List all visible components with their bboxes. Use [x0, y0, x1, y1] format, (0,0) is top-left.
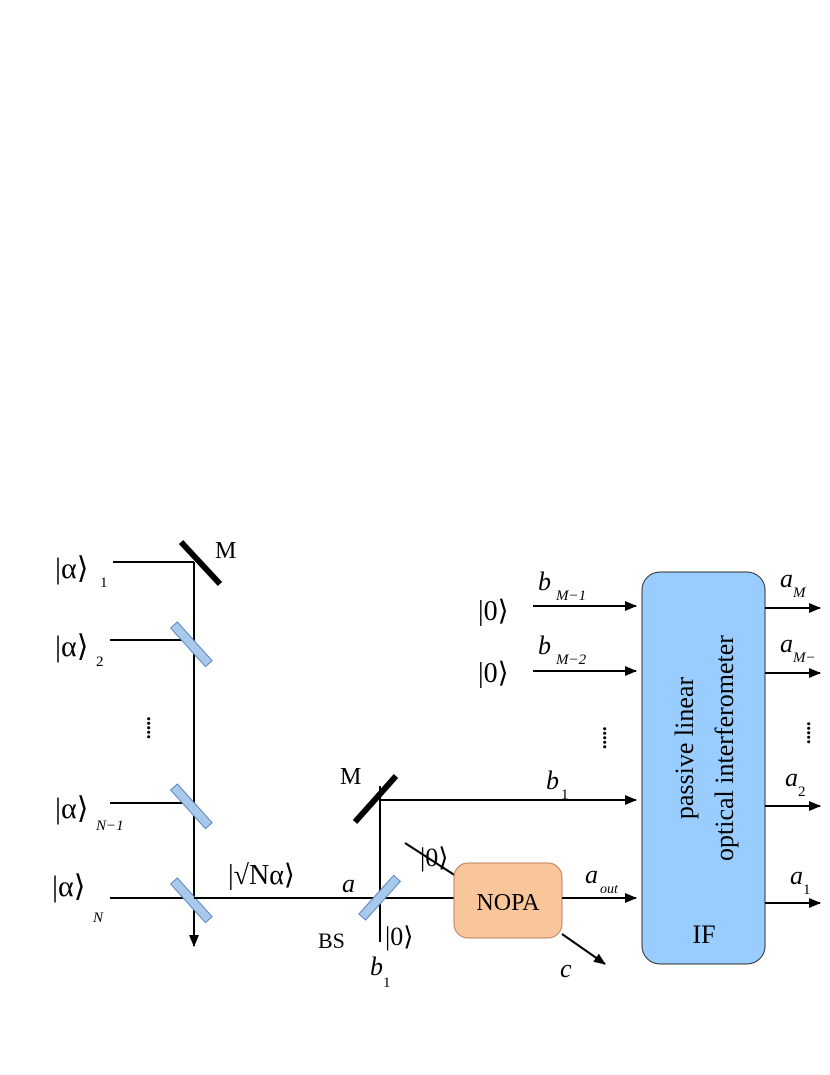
inputs-ellipsis: ..... [583, 727, 612, 750]
bs-vacuum-label: |0⟩ [385, 922, 413, 951]
source-alpha-n-1-ket: |α⟩ [55, 792, 88, 825]
output-a1: a 1 [790, 861, 811, 898]
input-bm2-sub: M−2 [555, 652, 587, 668]
beam-splitter-n-1 [169, 783, 213, 830]
input-bm2: |0⟩ b M−2 [478, 631, 587, 689]
bs-label: BS [318, 928, 345, 953]
source-alpha-1-ket: |α⟩ [55, 552, 88, 585]
output-am1: a M− [780, 629, 816, 666]
mode-c-label: c [560, 954, 572, 983]
mode-b1-base: b [546, 766, 559, 795]
source-alpha-1: |α⟩ 1 [55, 552, 108, 591]
nopa-vacuum-line [404, 842, 457, 877]
mode-b1-label: b 1 [546, 766, 569, 803]
source-alpha-n: |α⟩ N [52, 870, 104, 926]
output-a1-base: a [790, 861, 803, 890]
input-bm1: |0⟩ b M−1 [478, 567, 586, 627]
output-am-base: a [780, 564, 793, 593]
source-alpha-2-ket: |α⟩ [55, 630, 88, 663]
beam-splitter-2 [169, 621, 213, 668]
mode-b1-sub: 1 [561, 787, 569, 803]
beam-splitter-bs [358, 874, 402, 921]
mode-aout-base: a [585, 860, 598, 889]
mirror-top-left-label: M [215, 538, 236, 564]
output-am1-base: a [780, 629, 793, 658]
output-a2: a 2 [785, 763, 806, 800]
nopa-label: NOPA [476, 890, 540, 916]
mode-a-label: a [342, 869, 355, 898]
source-alpha-n-sub: N [92, 910, 104, 926]
nopa-idler-beam [561, 933, 606, 965]
mode-b1-bottom-sub: 1 [383, 975, 391, 991]
source-alpha-n-1: |α⟩ N−1 [55, 792, 124, 834]
input-bm2-ket: |0⟩ [478, 658, 509, 689]
output-a2-base: a [785, 763, 798, 792]
output-a1-sub: 1 [803, 882, 811, 898]
output-am1-sub: M− [792, 650, 816, 666]
interferometer-box [641, 571, 766, 965]
mode-b1-bottom-base: b [370, 952, 383, 981]
source-alpha-n-1-sub: N−1 [95, 818, 124, 834]
output-am-sub: M [792, 585, 807, 601]
sources-ellipsis: ..... [127, 717, 156, 740]
interferometer-line-1: passive linear [670, 677, 699, 820]
interferometer-tag: IF [692, 920, 715, 949]
mirror-top-left [178, 539, 223, 587]
source-alpha-2: |α⟩ 2 [55, 630, 104, 670]
mode-aout-sub: out [600, 882, 619, 897]
nopa-box [453, 862, 563, 939]
source-alpha-2-sub: 2 [96, 654, 104, 670]
beam-splitter-n [169, 877, 213, 924]
combined-state-label: |√Nα⟩ [228, 860, 295, 891]
input-bm1-sub: M−1 [555, 588, 586, 604]
outputs-ellipsis: ..... [787, 722, 816, 745]
output-am: a M [780, 564, 807, 601]
source-alpha-1-sub: 1 [100, 575, 108, 591]
input-bm1-base: b [538, 567, 551, 596]
input-bm2-base: b [538, 631, 551, 660]
mode-aout-label: a out [585, 860, 619, 897]
mirror-middle [352, 774, 399, 824]
interferometer-line-2: optical interferometer [710, 635, 739, 861]
nopa-vacuum-label: |0⟩ [420, 843, 448, 872]
source-alpha-n-ket: |α⟩ [52, 870, 85, 903]
mode-b1-bottom: b 1 [370, 952, 391, 991]
output-a2-sub: 2 [798, 784, 806, 800]
mirror-middle-label: M [340, 764, 361, 790]
input-bm1-ket: |0⟩ [478, 596, 509, 627]
